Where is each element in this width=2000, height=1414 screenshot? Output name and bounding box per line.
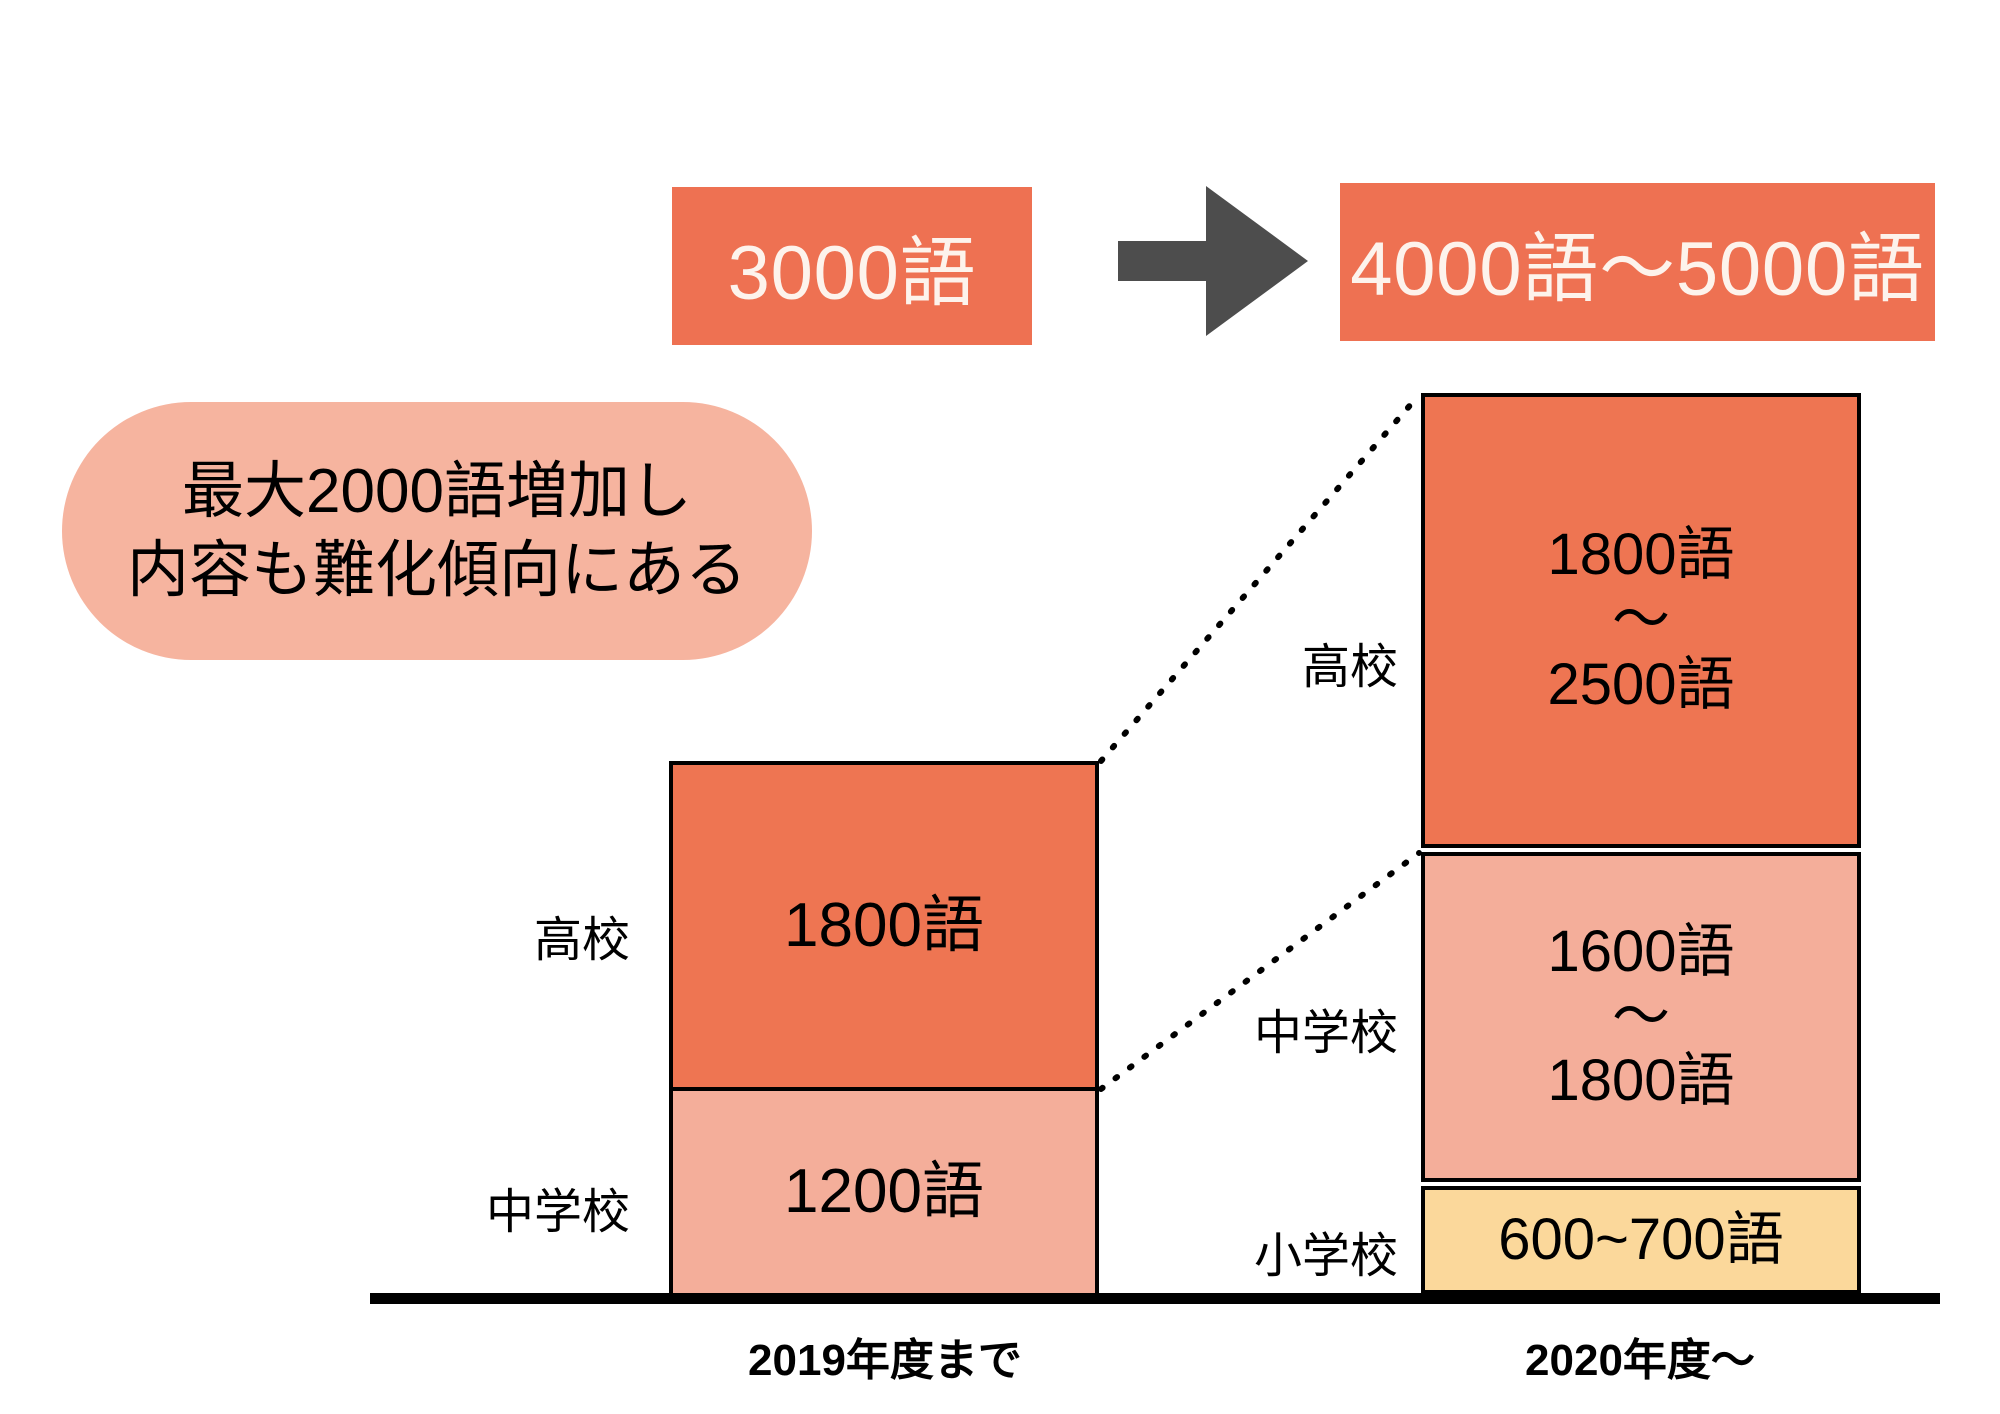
bar-value-right-high-school-tilde: ～: [1611, 587, 1670, 653]
callout-line-2: 内容も難化傾向にある: [126, 536, 747, 605]
axis-label-left-group: 2019年度まで: [748, 1336, 1022, 1385]
connector-top-line: [1098, 392, 1422, 764]
category-label-right-junior-high: 中学校: [1253, 1007, 1398, 1060]
category-label-right-elementary: 小学校: [1253, 1230, 1398, 1283]
bar-value-left-junior-high: 1200語: [784, 1157, 984, 1227]
total-words-before-text: 3000語: [727, 231, 977, 316]
total-words-after-text: 4000語～5000語: [1350, 227, 1925, 312]
callout-line-1: 最大2000語増加し: [182, 456, 692, 526]
bar-value-right-elementary: 600~700語: [1498, 1206, 1784, 1272]
bar-value-left-high-school: 1800語: [784, 891, 984, 961]
connector-mid-line: [1098, 850, 1422, 1092]
category-label-right-high-school: 高校: [1301, 641, 1398, 694]
bar-segment-right-elementary: 600~700語: [1421, 1186, 1861, 1294]
category-label-left-junior-high: 中学校: [485, 1186, 630, 1239]
callout-bubble: 最大2000語増加し 内容も難化傾向にある: [62, 402, 812, 660]
bar-value-right-junior-high-tilde: ～: [1611, 983, 1670, 1049]
total-words-after-banner: 4000語～5000語: [1340, 183, 1935, 341]
right-arrow-icon: [1118, 186, 1308, 336]
bar-value-right-junior-high-min: 1600語: [1547, 918, 1735, 984]
bar-value-right-junior-high-max: 1800語: [1547, 1048, 1735, 1114]
bar-segment-right-high-school: 1800語 ～ 2500語: [1421, 393, 1861, 848]
bar-segment-left-junior-high: 1200語: [669, 1087, 1099, 1297]
bar-segment-left-high-school: 1800語: [669, 761, 1099, 1091]
bar-segment-right-junior-high: 1600語 ～ 1800語: [1421, 852, 1861, 1182]
bar-value-right-high-school-min: 1800語: [1547, 522, 1735, 588]
category-label-left-high-school: 高校: [533, 914, 630, 967]
axis-label-right-group: 2020年度～: [1525, 1336, 1755, 1385]
total-words-before-banner: 3000語: [672, 187, 1032, 345]
bar-value-right-high-school-max: 2500語: [1547, 651, 1735, 717]
chart-baseline-axis: [370, 1293, 1940, 1304]
